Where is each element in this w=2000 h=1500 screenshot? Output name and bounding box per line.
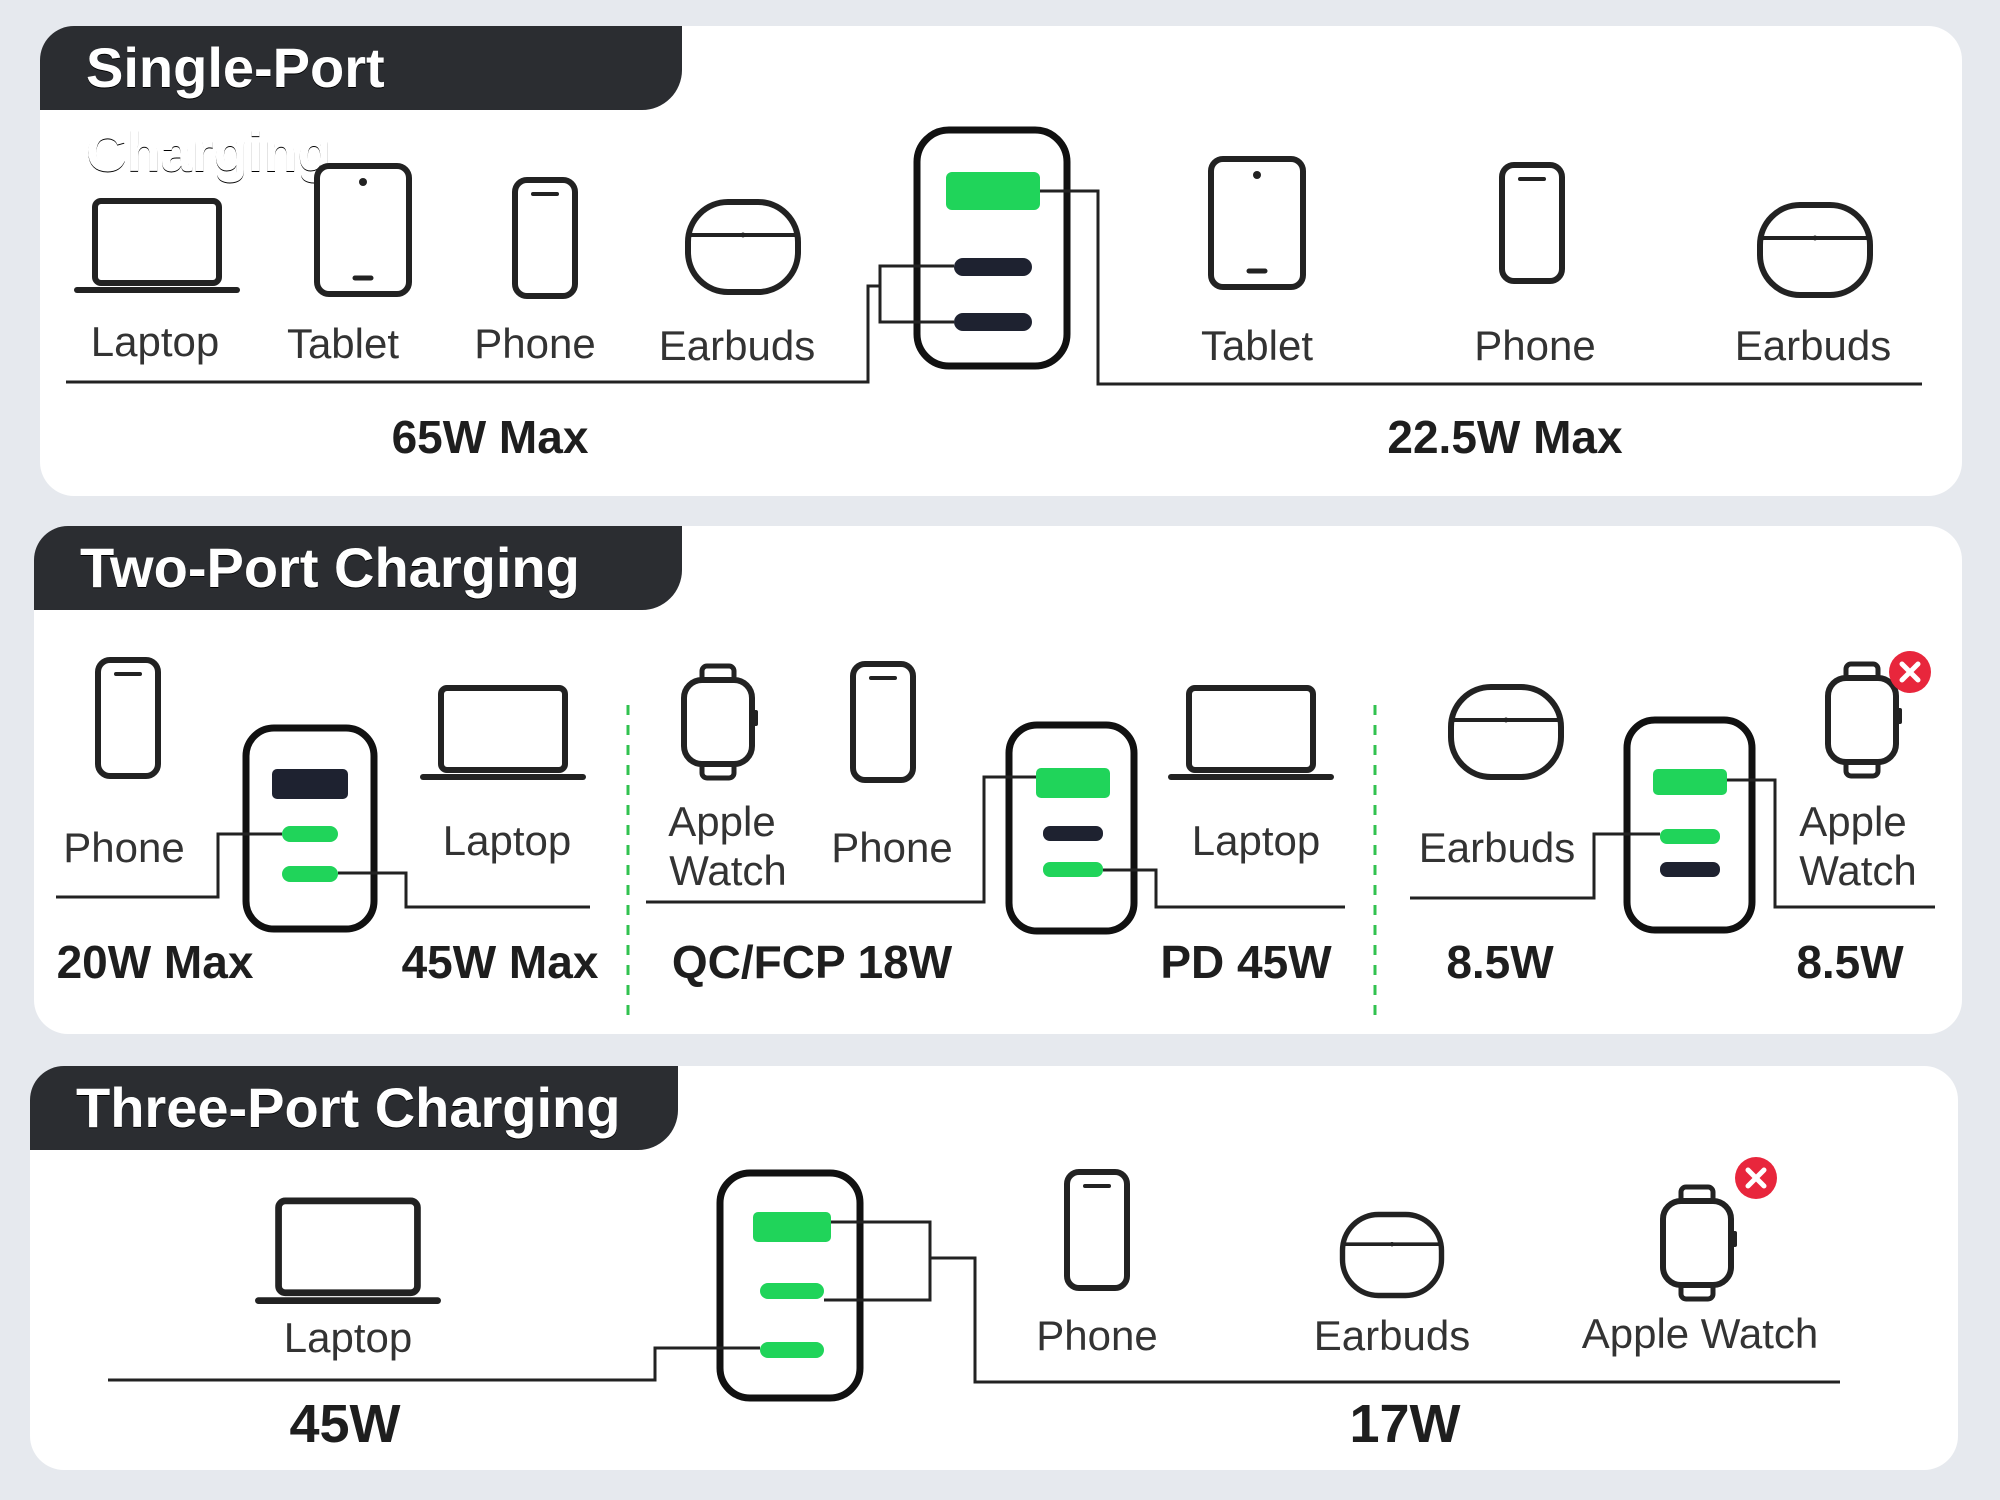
connector-line — [1727, 778, 1935, 909]
port-usb-c-1 — [1653, 769, 1727, 795]
port-usb-c-1 — [272, 769, 348, 799]
two-port-group-2: Apple Watch Phone Laptop QC/FCP 18W PD 4… — [646, 664, 1345, 988]
laptop-icon — [1171, 688, 1331, 777]
device-label: Phone — [63, 824, 184, 871]
connector-line — [1410, 832, 1660, 900]
charger-icon — [1005, 721, 1138, 935]
laptop-icon — [77, 201, 237, 290]
device-label: Laptop — [284, 1314, 412, 1361]
connector-line — [930, 1256, 1840, 1384]
connector-line — [338, 871, 590, 909]
port-usb-c-2 — [760, 1283, 824, 1299]
section-title-three-port: Three-Port Charging — [30, 1066, 678, 1150]
device-label: Watch — [1799, 847, 1916, 894]
apple-watch-icon — [1663, 1187, 1737, 1299]
earbuds-icon — [1451, 687, 1561, 777]
connector-line — [878, 286, 954, 324]
power-value: 8.5W — [1446, 936, 1554, 988]
laptop-icon — [423, 688, 583, 777]
device-label: Earbuds — [659, 322, 815, 369]
device-label: Earbuds — [1735, 322, 1891, 369]
port-usb-a — [1043, 862, 1103, 877]
device-label: Phone — [474, 320, 595, 367]
port-usb-a — [760, 1342, 824, 1358]
earbuds-icon — [1760, 205, 1870, 295]
device-label: Laptop — [1192, 817, 1320, 864]
tablet-icon — [317, 166, 409, 294]
not-supported-icon — [1735, 1157, 1777, 1199]
device-label: Laptop — [443, 817, 571, 864]
device-label: Phone — [831, 824, 952, 871]
connector-line — [108, 1346, 760, 1382]
connector-line — [66, 264, 954, 384]
power-value: 22.5W Max — [1387, 411, 1623, 463]
power-value: 20W Max — [57, 936, 254, 988]
power-value: QC/FCP 18W — [672, 936, 953, 988]
three-port-devices — [258, 1157, 1777, 1301]
charger-icon — [716, 1169, 864, 1402]
port-usb-c-2 — [1043, 826, 1103, 841]
earbuds-icon — [688, 202, 798, 292]
device-label: Apple — [668, 798, 775, 845]
connector-line — [824, 1220, 932, 1302]
phone-icon — [98, 660, 158, 776]
port-usb-c-1 — [753, 1212, 831, 1242]
device-label: Tablet — [1201, 322, 1313, 369]
two-port-group-3: Earbuds Apple Watch 8.5W 8.5W — [1410, 651, 1935, 988]
device-label: Phone — [1474, 322, 1595, 369]
charger-icon — [913, 126, 1071, 370]
charger-icon — [242, 724, 378, 933]
port-usb-c-1 — [1036, 768, 1110, 798]
power-value: 45W — [289, 1394, 400, 1454]
apple-watch-icon — [684, 666, 758, 778]
charger-icon — [1623, 716, 1756, 934]
connector-line — [1040, 189, 1922, 386]
laptop-icon — [258, 1201, 437, 1301]
device-label: Watch — [669, 847, 786, 894]
earbuds-icon — [1343, 1215, 1442, 1296]
device-label: Apple — [1799, 798, 1906, 845]
port-usb-c-2 — [954, 258, 1032, 276]
port-usb-a — [282, 866, 338, 882]
device-label: Earbuds — [1419, 824, 1575, 871]
device-label: Laptop — [91, 318, 219, 365]
connector-line — [56, 832, 282, 899]
port-usb-a — [1660, 862, 1720, 877]
device-label: Tablet — [287, 320, 399, 367]
not-supported-icon — [1889, 651, 1931, 693]
apple-watch-icon — [1828, 664, 1902, 776]
device-label: Earbuds — [1314, 1312, 1470, 1359]
tablet-icon — [1211, 159, 1303, 287]
device-label: Phone — [1036, 1312, 1157, 1359]
power-value: 8.5W — [1796, 936, 1904, 988]
phone-icon — [1502, 165, 1562, 281]
connector-line — [1103, 868, 1345, 909]
section-title-single-port: Single-Port Charging — [40, 26, 682, 183]
power-value: 45W Max — [402, 936, 599, 988]
phone-icon — [853, 664, 913, 780]
connector-line — [646, 775, 1036, 904]
phone-icon — [515, 180, 575, 296]
power-value: 65W Max — [392, 411, 589, 463]
port-usb-a — [954, 313, 1032, 331]
two-port-group-1: Phone Laptop 20W Max 45W Max — [56, 660, 599, 988]
port-usb-c-1 — [946, 172, 1040, 210]
section-title-two-port: Two-Port Charging — [34, 526, 682, 610]
port-usb-c-2 — [282, 826, 338, 842]
port-usb-c-2 — [1660, 829, 1720, 844]
phone-icon — [1067, 1172, 1127, 1288]
power-value: PD 45W — [1160, 936, 1332, 988]
power-value: 17W — [1349, 1394, 1460, 1454]
device-label: Apple Watch — [1582, 1310, 1819, 1357]
